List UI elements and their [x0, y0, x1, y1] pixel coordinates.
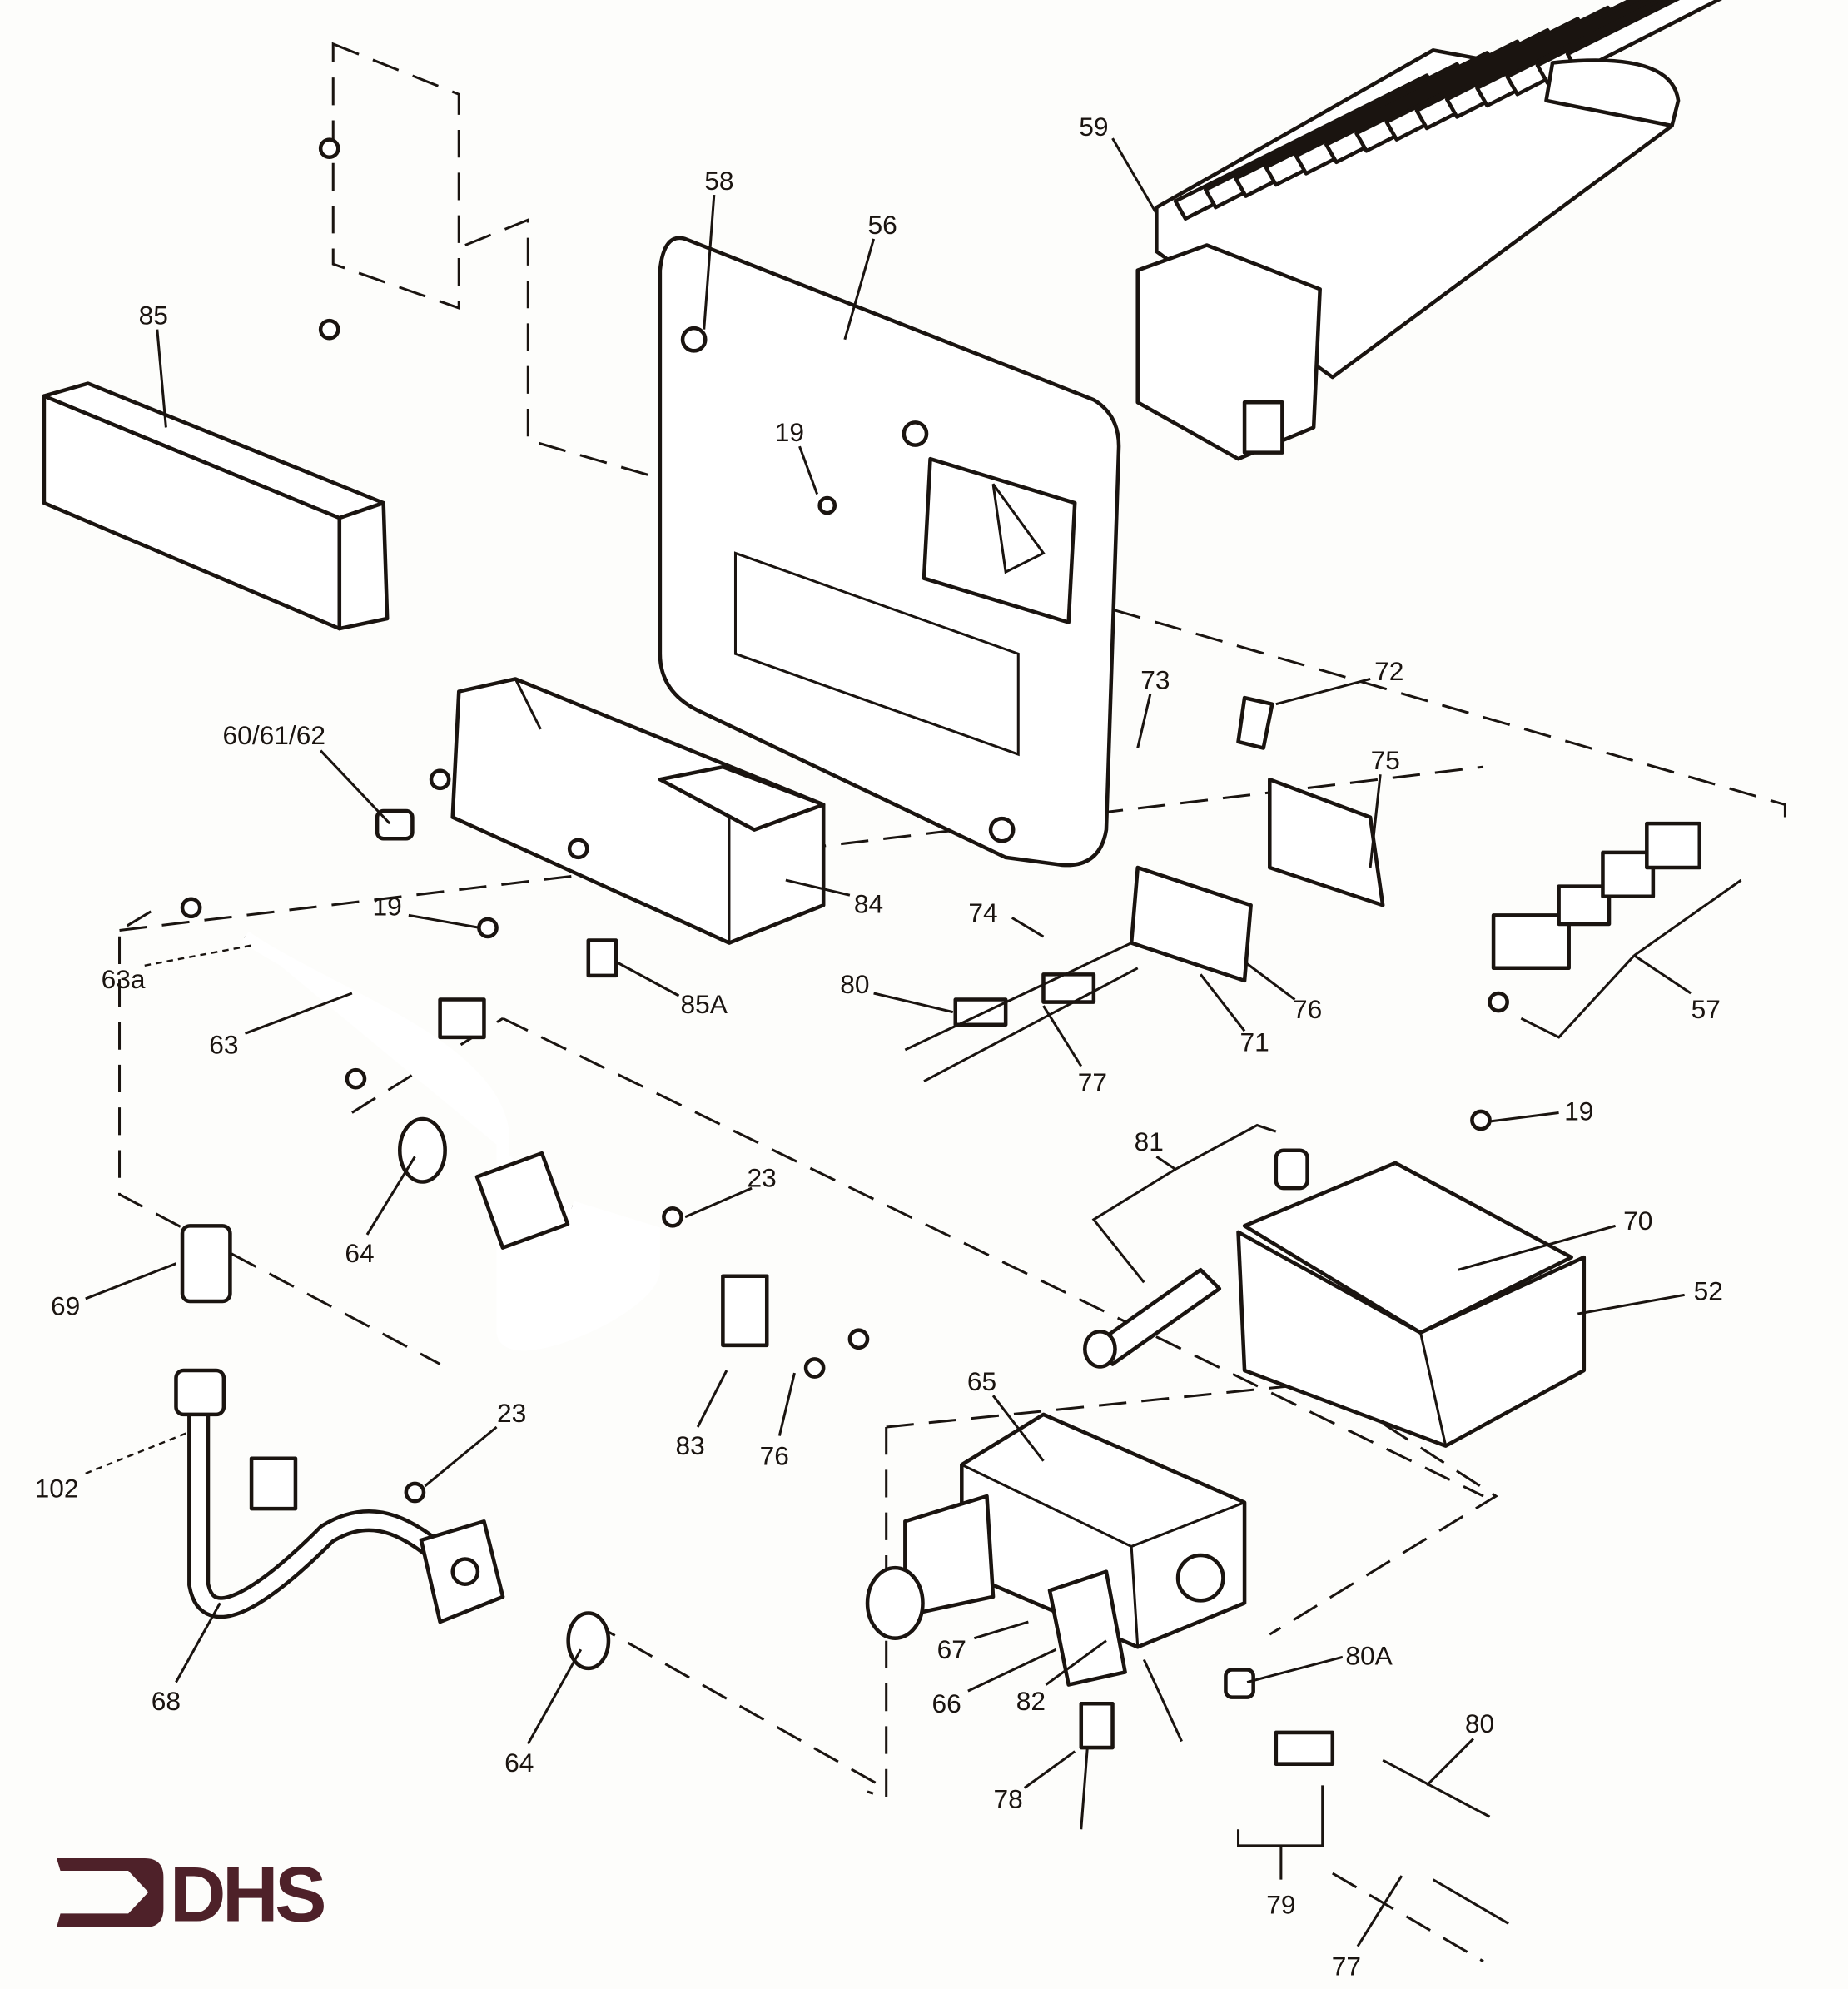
leader-line [1011, 917, 1045, 938]
callout-label-69: 69 [51, 1291, 80, 1321]
part-70-cover [1236, 1161, 1587, 1448]
part-85-filter [42, 381, 390, 631]
leader-line [175, 1602, 221, 1683]
leader-line [1023, 1750, 1076, 1789]
leader-line [1246, 1655, 1344, 1683]
leader-line [424, 1425, 498, 1488]
callout-label-60-61/62: 60/61/62 [223, 720, 325, 750]
leader-line [684, 1186, 753, 1219]
callout-label-77: 77 [1332, 1951, 1361, 1981]
callout-label-66: 66 [932, 1688, 961, 1718]
callout-label-68: 68 [152, 1686, 181, 1716]
callout-label-77: 77 [1078, 1067, 1107, 1097]
leader-line [245, 992, 353, 1035]
logo-text: DHS [170, 1850, 324, 1937]
callout-label-83: 83 [675, 1430, 704, 1460]
leader-line [967, 1648, 1057, 1693]
callout-label-70: 70 [1623, 1206, 1652, 1236]
callout-label-65: 65 [967, 1366, 996, 1396]
callout-label-75: 75 [1371, 745, 1400, 775]
leader-line [1091, 1123, 1277, 1284]
callout-label-80: 80 [1465, 1708, 1494, 1738]
callout-label-64: 64 [504, 1748, 534, 1778]
callout-label-58: 58 [704, 166, 733, 196]
leader-line [85, 1262, 177, 1300]
leader-line [798, 445, 819, 495]
logo-arrow-mark [57, 1857, 164, 1928]
leader-line [615, 960, 680, 997]
callout-label-82: 82 [1016, 1686, 1046, 1716]
callout-label-85: 85 [139, 301, 168, 331]
leader-line [320, 749, 391, 825]
part-68-pipe [174, 1224, 505, 1624]
leader-line [1244, 961, 1296, 1001]
dhs-logo: DHS [57, 1850, 328, 1937]
leader-line [144, 944, 252, 967]
part-84-box [450, 677, 826, 945]
callout-label-71: 71 [1240, 1027, 1269, 1057]
callout-label-73: 73 [1140, 665, 1170, 695]
leader-line [408, 913, 481, 929]
leader-line [1136, 694, 1152, 748]
callout-label-19: 19 [373, 891, 402, 921]
leader-line [1489, 1111, 1559, 1123]
leader-line [85, 1432, 187, 1474]
callout-label-23: 23 [497, 1398, 526, 1428]
callout-label-78: 78 [994, 1784, 1023, 1814]
leader-line [973, 1620, 1029, 1640]
leader-line [696, 1370, 728, 1428]
leader-line [1237, 1785, 1324, 1880]
leader-line [1458, 1224, 1616, 1271]
leader-lines [85, 137, 1742, 1947]
callout-label-81: 81 [1135, 1126, 1164, 1156]
leader-line [1275, 678, 1371, 706]
part-63-pipe [241, 931, 660, 1351]
callout-label-23: 23 [748, 1163, 777, 1193]
callout-label-67: 67 [937, 1634, 966, 1664]
leader-line [526, 1648, 583, 1745]
callout-label-63: 63 [209, 1029, 238, 1059]
leader-line [785, 878, 851, 897]
callout-label-52: 52 [1694, 1275, 1723, 1305]
callout-labels: 59 58 56 85 19 73 72 75 60/61/62 19 84 74 80 85A 76 71 5… [35, 112, 1723, 1981]
leader-line [777, 1372, 796, 1436]
callout-label-59: 59 [1079, 112, 1108, 142]
callout-label-80a: 80A [1345, 1640, 1393, 1670]
callout-label-56: 56 [868, 210, 897, 240]
callout-label-85a: 85A [681, 989, 728, 1019]
leader-line [365, 1156, 416, 1236]
leader-line [1369, 774, 1382, 868]
leader-line [843, 238, 876, 341]
leader-line [1042, 1005, 1083, 1067]
callout-label-72: 72 [1374, 656, 1403, 686]
callout-label-102: 102 [35, 1474, 79, 1504]
leader-line [1111, 137, 1158, 215]
leader-line [1200, 973, 1246, 1032]
leader-line [1577, 1293, 1685, 1315]
callout-label-63a: 63a [102, 964, 146, 994]
part-59-burner [1135, 0, 1723, 461]
part-65-valve [865, 1412, 1247, 1687]
callout-label-76: 76 [1293, 994, 1322, 1024]
callout-label-80: 80 [840, 969, 869, 999]
callout-label-57: 57 [1692, 994, 1721, 1024]
leader-line [1356, 1875, 1403, 1947]
small-parts [180, 137, 1702, 1925]
callout-label-76: 76 [760, 1440, 789, 1470]
leader-line [1045, 1639, 1107, 1686]
leader-line [991, 1395, 1045, 1462]
leader-line [156, 329, 167, 428]
callout-label-64: 64 [345, 1238, 374, 1268]
callout-label-79: 79 [1266, 1889, 1295, 1919]
callout-label-74: 74 [968, 898, 997, 927]
part-56-panel [658, 236, 1121, 868]
callout-label-84: 84 [854, 888, 883, 918]
leader-line [1520, 878, 1742, 1039]
callout-label-19: 19 [775, 417, 804, 447]
leader-line [1425, 1738, 1474, 1787]
leader-line [873, 992, 954, 1014]
callout-label-19: 19 [1564, 1096, 1593, 1126]
leader-line [703, 194, 716, 330]
